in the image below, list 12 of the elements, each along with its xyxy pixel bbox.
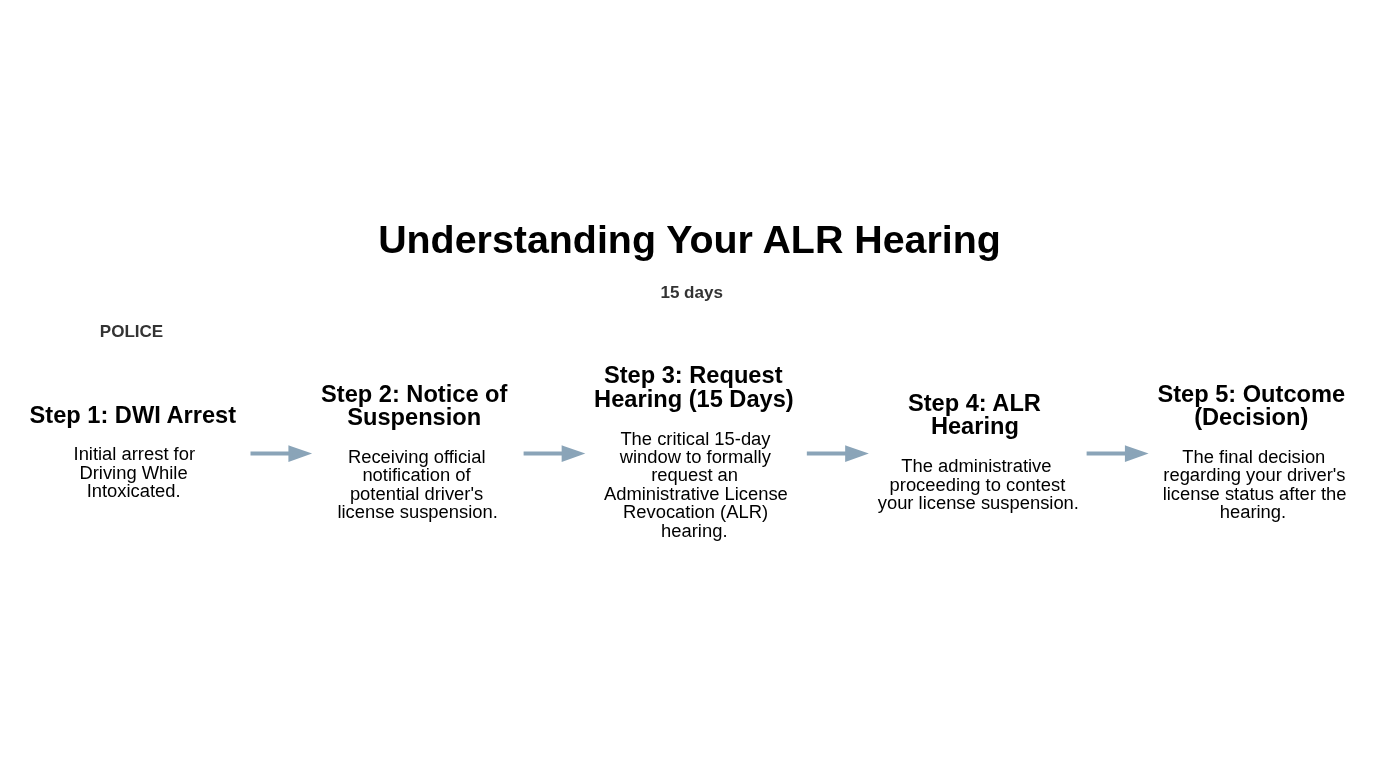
- node-text: Step 3: Request Hearing (15 Days) The critical 15-day window to formally request an Administrative License Revocation (ALR) hearing.: [594, 362, 794, 541]
- label: POLICE: [99, 322, 164, 342]
- diagram-title: Understanding Your ALR Hearing: [378, 216, 1001, 261]
- label: 15 days: [660, 282, 723, 302]
- arrow: [806, 445, 869, 462]
- arrow: [523, 445, 586, 462]
- arrow: [250, 445, 313, 462]
- node-text: Step 2: Notice of Suspension Receiving official notification of potential driver's license suspension.: [321, 380, 508, 523]
- arrow: [1086, 445, 1149, 462]
- node-text: Step 5: Outcome (Decision) The final decision regarding your driver's license status after the hearing.: [1157, 380, 1347, 523]
- node-text: Step 4: ALR Hearing The administrative proceeding to contest your license suspension.: [877, 389, 1079, 513]
- node-text: Step 1: DWI Arrest Initial arrest for Driving While Intoxicated.: [29, 401, 237, 502]
